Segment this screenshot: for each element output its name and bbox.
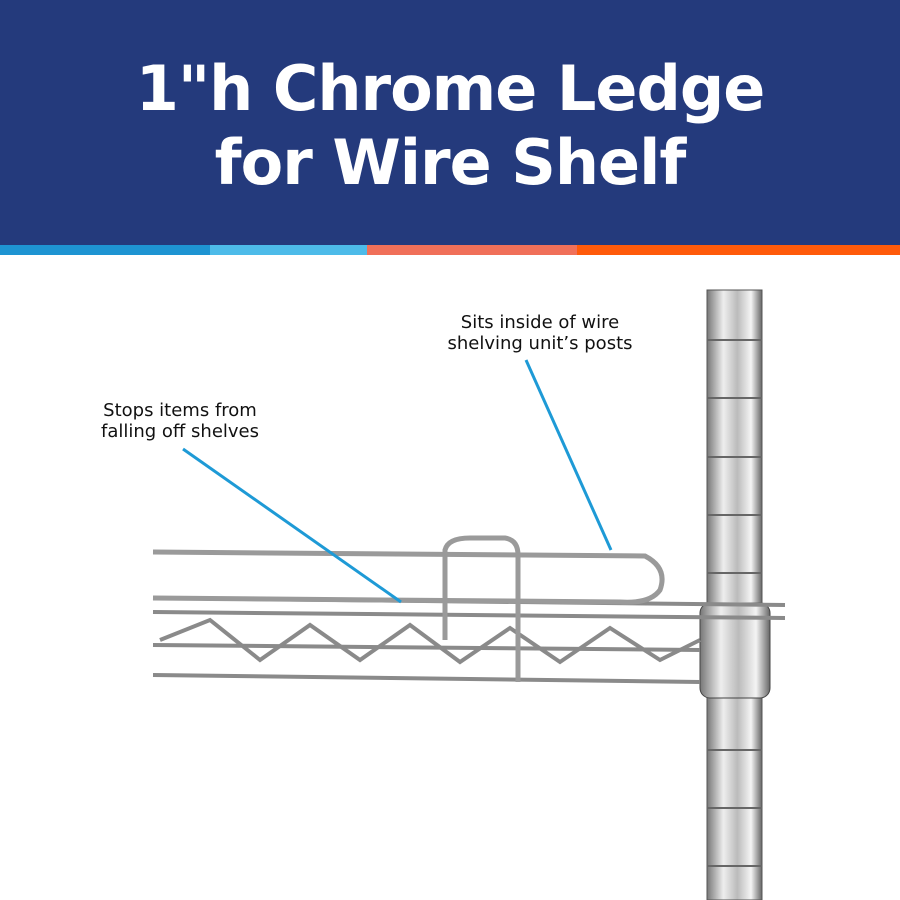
callout-posts-line-1: Sits inside of wire xyxy=(460,312,620,333)
callout-posts-line-2: shelving unit’s posts xyxy=(447,333,633,354)
callout-posts: Sits inside of wire shelving unit’s post… xyxy=(420,312,660,354)
page-title: 1"h Chrome Ledge for Wire Shelf xyxy=(0,52,900,200)
title-banner: 1"h Chrome Ledge for Wire Shelf xyxy=(0,0,900,245)
callout-stops-line-1: Stops items from xyxy=(103,400,257,421)
callout-line-posts xyxy=(524,359,613,551)
stripe-blue xyxy=(0,245,210,255)
shelf-illustration xyxy=(152,289,786,900)
stripe-salmon xyxy=(367,245,577,255)
title-line-2: for Wire Shelf xyxy=(214,126,687,199)
stripe-orange xyxy=(577,245,900,255)
callout-line-stops xyxy=(182,447,402,604)
stripe-light-blue xyxy=(210,245,367,255)
post xyxy=(699,289,771,900)
wire-shelf xyxy=(152,596,786,684)
callout-stops-line-2: falling off shelves xyxy=(100,421,260,442)
title-line-1: 1"h Chrome Ledge xyxy=(135,52,766,125)
ledge xyxy=(152,535,665,682)
callout-stops: Stops items from falling off shelves xyxy=(75,400,285,442)
